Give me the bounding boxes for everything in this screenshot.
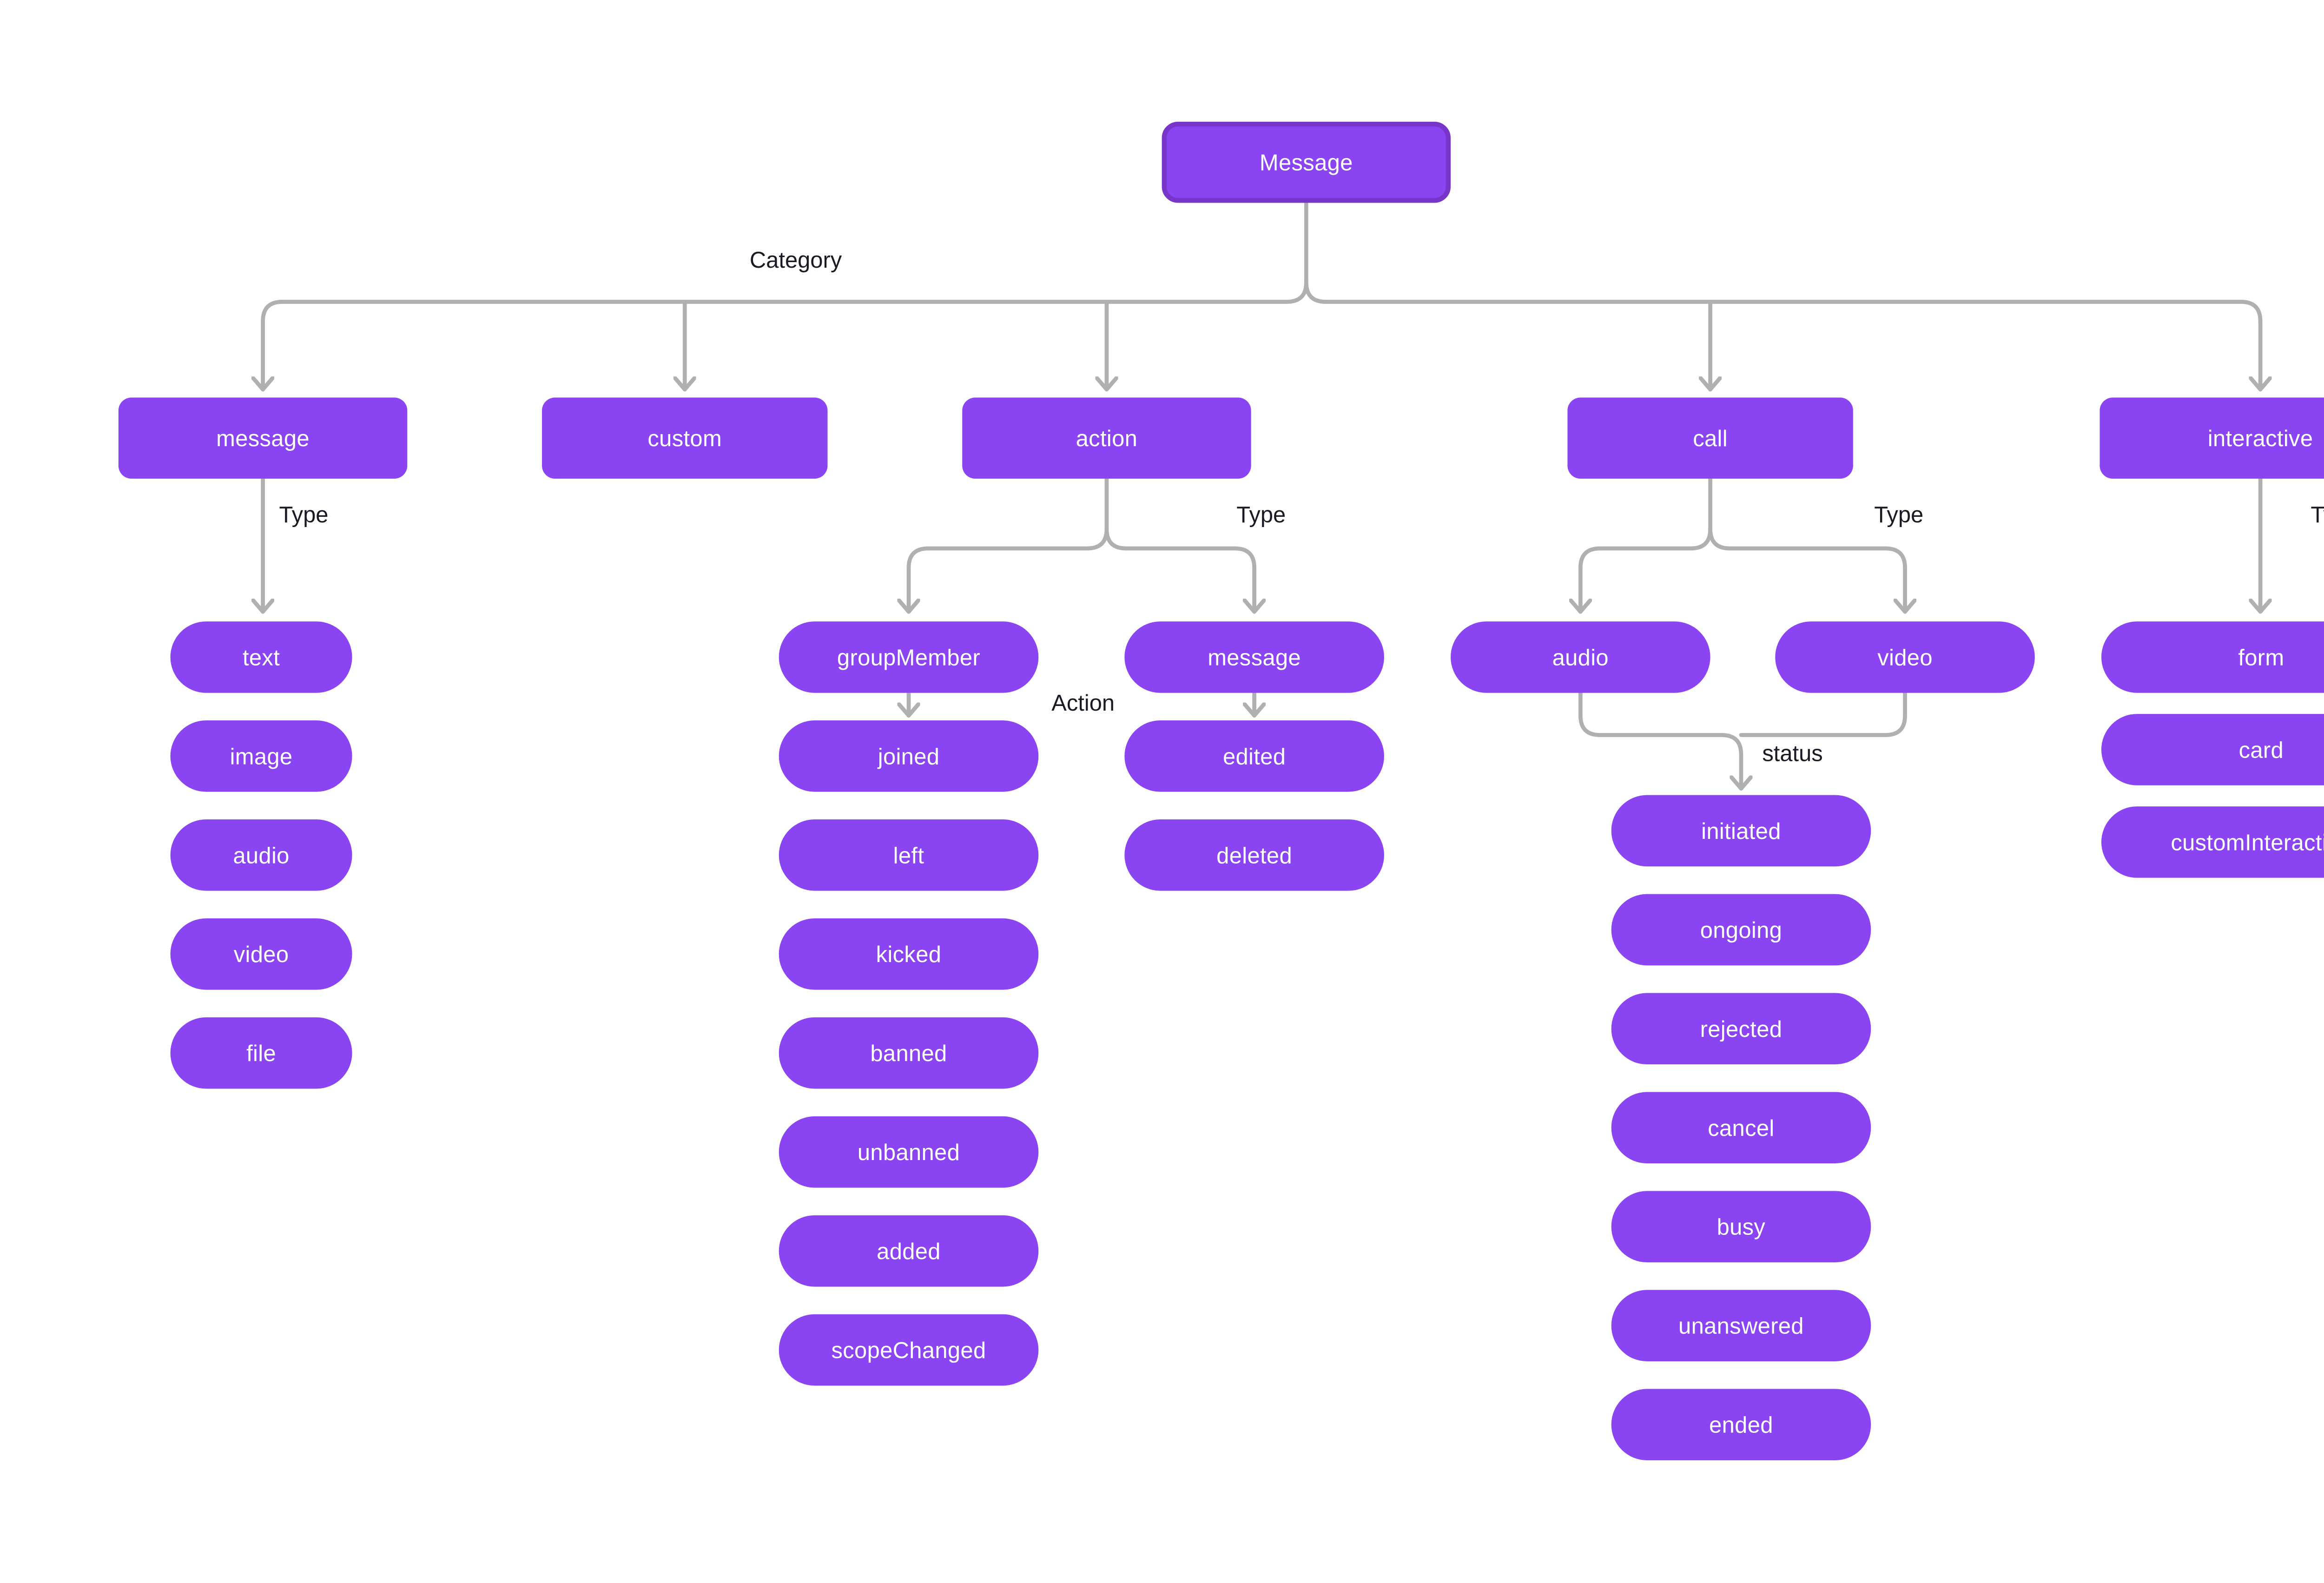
edge-label-action: Action <box>1051 689 1115 716</box>
node-type-custominteractive[interactable]: customInteractive <box>2101 806 2324 878</box>
node-status-initiated[interactable]: initiated <box>1611 795 1871 867</box>
connector-drop-interactive <box>2238 299 2260 392</box>
node-type-form[interactable]: form <box>2101 621 2324 693</box>
node-status-cancel[interactable]: cancel <box>1611 1092 1871 1164</box>
node-action-kicked[interactable]: kicked <box>779 918 1039 990</box>
node-action-joined[interactable]: joined <box>779 720 1039 792</box>
connector-call-status-left <box>1578 691 1741 791</box>
node-type-audio[interactable]: audio <box>170 819 352 891</box>
node-type-text[interactable]: text <box>170 621 352 693</box>
node-status-ended[interactable]: ended <box>1611 1389 1871 1460</box>
node-action-deleted[interactable]: deleted <box>1124 819 1384 891</box>
edge-label-type-action: Type <box>1236 501 1286 528</box>
node-type-message[interactable]: message <box>1124 621 1384 693</box>
node-type-groupmember[interactable]: groupMember <box>779 621 1039 693</box>
node-type-file[interactable]: file <box>170 1017 352 1089</box>
connector-call-fork-right <box>1708 527 1905 614</box>
edge-label-status: status <box>1762 739 1823 766</box>
node-root-message[interactable]: Message <box>1162 121 1451 203</box>
node-status-unanswered[interactable]: unanswered <box>1611 1290 1871 1362</box>
node-action-scopechanged[interactable]: scopeChanged <box>779 1314 1039 1386</box>
edge-label-type-call: Type <box>1874 501 1924 528</box>
node-action-added[interactable]: added <box>779 1215 1039 1287</box>
edge-label-type-interactive: Type <box>2311 501 2324 528</box>
node-calltype-audio[interactable]: audio <box>1451 621 1710 693</box>
node-status-busy[interactable]: busy <box>1611 1191 1871 1263</box>
connector-root-flare-left <box>1285 280 1308 304</box>
node-calltype-video[interactable]: video <box>1775 621 2035 693</box>
edge-label-type-message: Type <box>279 501 329 528</box>
connector-root-flare-right <box>1304 280 1328 304</box>
node-type-card[interactable]: card <box>2101 714 2324 785</box>
node-category-action[interactable]: action <box>962 397 1251 479</box>
connector-action-fork-right <box>1104 527 1254 614</box>
node-action-left[interactable]: left <box>779 819 1039 891</box>
connector-drop-message <box>263 299 284 392</box>
connector-action-fork-left <box>909 476 1109 614</box>
connector-call-fork-left <box>1580 476 1712 614</box>
node-type-image[interactable]: image <box>170 720 352 792</box>
node-category-message[interactable]: message <box>118 397 408 479</box>
node-action-unbanned[interactable]: unbanned <box>779 1116 1039 1188</box>
node-action-edited[interactable]: edited <box>1124 720 1384 792</box>
node-category-custom[interactable]: custom <box>542 397 828 479</box>
connector-call-status-right <box>1739 691 1907 737</box>
node-status-ongoing[interactable]: ongoing <box>1611 894 1871 966</box>
node-type-video[interactable]: video <box>170 918 352 990</box>
node-category-interactive[interactable]: interactive <box>2100 397 2324 479</box>
node-status-rejected[interactable]: rejected <box>1611 993 1871 1065</box>
node-category-call[interactable]: call <box>1567 397 1853 479</box>
edge-label-category: Category <box>749 246 842 273</box>
node-action-banned[interactable]: banned <box>779 1017 1039 1089</box>
